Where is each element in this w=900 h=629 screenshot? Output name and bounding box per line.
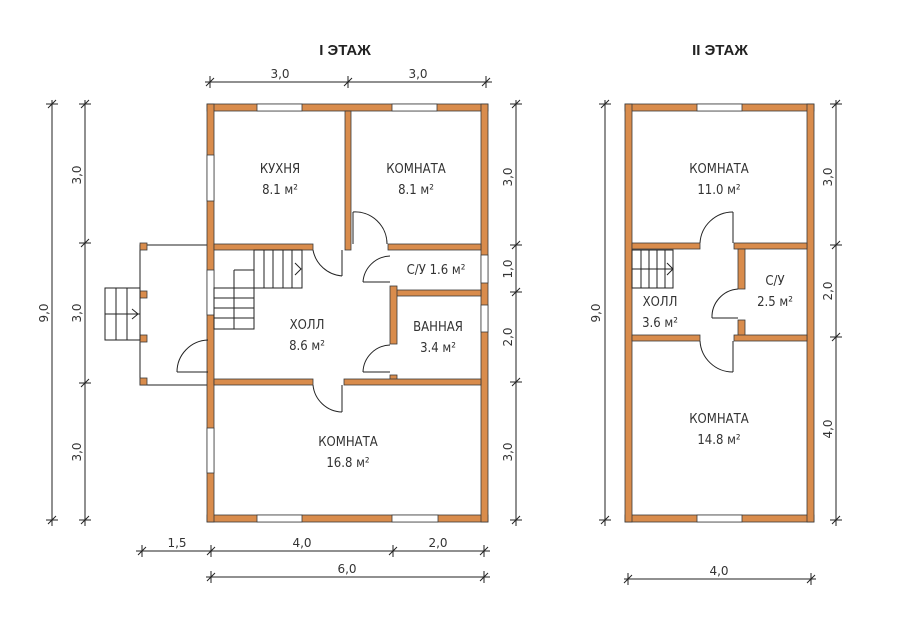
wall [343, 378, 482, 386]
dim-label: 1,5 [167, 536, 186, 550]
dim-label: 3,0 [501, 167, 515, 186]
room-area: 8.1 м² [262, 183, 298, 198]
dim-label: 2,0 [501, 327, 515, 346]
room-area: 16.8 м² [326, 456, 369, 471]
room-area: 8.6 м² [289, 339, 325, 354]
porch-steps [104, 287, 141, 341]
window [480, 304, 489, 333]
room-name: ХОЛЛ [290, 318, 325, 333]
window [696, 103, 743, 112]
room-name: С/У [765, 274, 784, 289]
wall [206, 514, 489, 523]
room-name: КОМНАТА [689, 412, 749, 427]
room-name: КОМНАТА [689, 162, 749, 177]
wall [206, 103, 489, 112]
wall [395, 289, 482, 297]
window [206, 427, 215, 474]
room-name: КУХНЯ [260, 162, 300, 177]
dim-label: 2,0 [428, 536, 447, 550]
dim-label: 3,0 [70, 442, 84, 461]
wall [631, 242, 701, 250]
room-name: ХОЛЛ [643, 295, 678, 310]
wall [631, 334, 701, 342]
room-name: КОМНАТА [386, 162, 446, 177]
dim-label: 4,0 [709, 564, 728, 578]
room-name: КОМНАТА [318, 435, 378, 450]
floor2-plan: КОМНАТА 11.0 м² ХОЛЛ 3.6 м² С/У 2.5 м² К… [624, 103, 815, 523]
wall [213, 243, 314, 251]
window [391, 514, 439, 523]
window [480, 254, 489, 284]
dim-label: 3,0 [70, 165, 84, 184]
room-area: 3.4 м² [420, 341, 456, 356]
dim-label: 3,0 [501, 442, 515, 461]
room-name: С/У 1.6 м² [407, 263, 466, 278]
wall [213, 378, 314, 386]
floor2-title: II ЭТАЖ [692, 42, 748, 59]
window [256, 514, 303, 523]
doors [176, 211, 391, 413]
dim-label: 1,0 [501, 259, 515, 278]
dim-label: 9,0 [37, 303, 51, 322]
window [206, 269, 215, 316]
window [696, 514, 743, 523]
porch [104, 242, 209, 386]
dim-label: 3,0 [270, 67, 289, 81]
wall [737, 248, 746, 290]
window [391, 103, 438, 112]
dim-label: 2,0 [821, 281, 835, 300]
wall [737, 319, 746, 337]
floor1-plan: КУХНЯ 8.1 м² КОМНАТА 8.1 м² С/У 1.6 м² Х… [104, 103, 489, 523]
dim-label: 4,0 [292, 536, 311, 550]
dim-label: 4,0 [821, 419, 835, 438]
wall [344, 110, 352, 251]
dim-label: 3,0 [70, 303, 84, 322]
staircase [213, 249, 303, 330]
wall [733, 334, 808, 342]
dim-label: 3,0 [408, 67, 427, 81]
wall [806, 103, 815, 523]
wall [389, 285, 398, 345]
dim-label: 6,0 [337, 562, 356, 576]
room-area: 11.0 м² [697, 183, 740, 198]
wall [733, 242, 808, 250]
dim-label: 3,0 [821, 167, 835, 186]
room-area: 3.6 м² [642, 316, 678, 331]
room-name: ВАННАЯ [413, 320, 463, 335]
window [256, 103, 303, 112]
dim-label: 9,0 [589, 303, 603, 322]
wall [624, 103, 633, 523]
doors [699, 211, 739, 373]
floor1-title: I ЭТАЖ [319, 42, 371, 59]
floor2-dimensions: 9,0 3,0 2,0 4,0 4,0 [589, 99, 842, 585]
floor1-dimensions: 3,0 3,0 9,0 3,0 3,0 3,0 3,0 1,0 2,0 3,0 … [37, 67, 522, 583]
staircase [631, 249, 674, 289]
room-area: 8.1 м² [398, 183, 434, 198]
wall [387, 243, 482, 251]
room-area: 14.8 м² [697, 433, 740, 448]
room-area: 2.5 м² [757, 295, 793, 310]
window [206, 154, 215, 202]
